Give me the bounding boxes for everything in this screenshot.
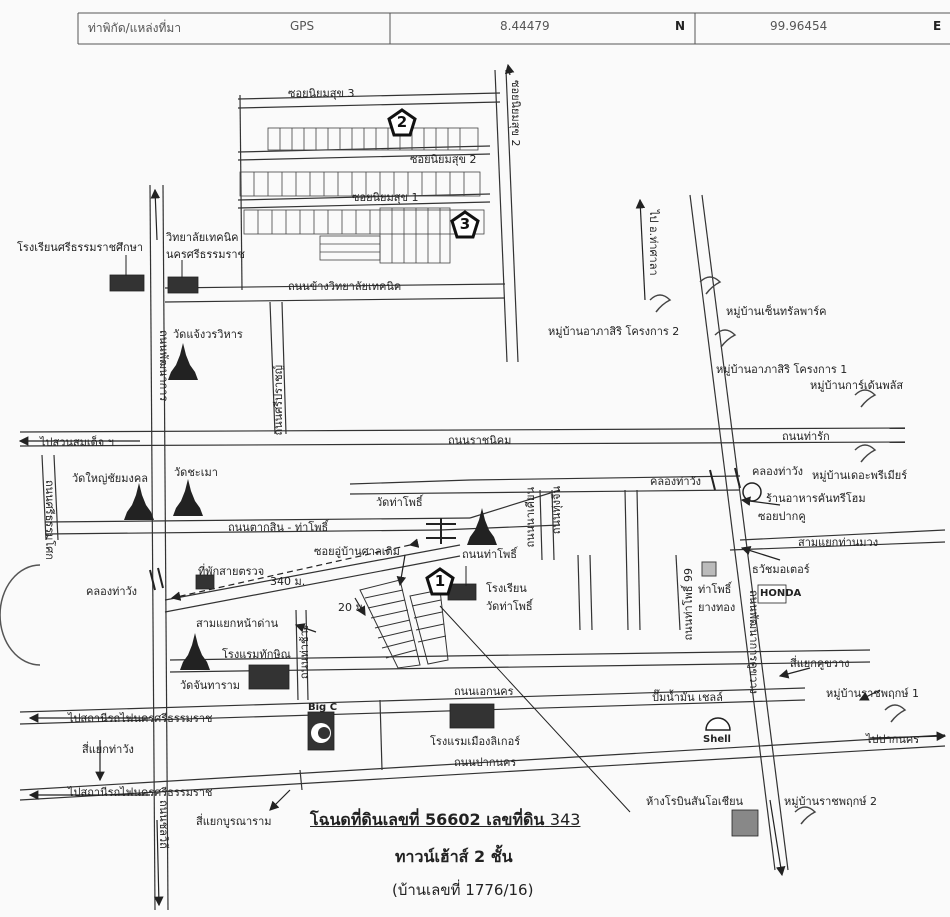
bigc-logo [311,723,331,743]
latitude-dir: N [675,19,686,33]
road-soi-niyom-2: ซอยนิยมสุข 2 [410,153,477,166]
label-village-arsiri-1: หมู่บ้านอาภาสิริ โครงการ 1 [716,363,848,376]
label-wat-chaeng: วัดแจ้งวรวิหาร [173,328,243,341]
road-main-vertical: ถนนพัฒนาการคูขวาง [747,590,760,694]
label-village-arsiri-2: หมู่บ้านอาภาสิริ โครงการ 2 [548,325,680,338]
label-sam-yaek-tha-muang: สามแยกท่านมวง [798,536,879,549]
label-hotel-thaksin: โรงแรมทักษิณ [222,648,291,661]
road-ratchanikhom: ถนนราชนิคม [448,434,512,447]
title-deed-line: โฉนดที่ดินเลขที่ 56602 เลขที่ดิน 343 [310,808,580,833]
label-si-yaek-tha-wang: สี่แยกท่าวัง [82,743,134,756]
road-taksin-thaphosri: ถนนตากสิน - ท่าโพธิ์ [228,521,329,534]
canal-marks [149,467,741,591]
road-to-train-2: ไปสถานีรถไฟนครศรีธรรมราช [68,786,213,799]
direction-arrows [18,63,947,907]
road-small-d: ถนนนาเคียน [524,487,537,548]
road-soi-baan-kala: ซอยอู่บ้านศาลเดิม [314,545,400,558]
temple-icons [124,343,497,670]
label-school-thaphosri-2: วัดท่าโพธิ์ [486,600,533,613]
road-soi-niyom-3: ซอยนิยมสุข 3 [288,87,355,100]
townhouse-strips [239,127,485,264]
label-school-thaphosri-1: โรงเรียน [486,582,527,595]
label-school-sri: โรงเรียนศรีธรรมราชศึกษา [17,241,144,254]
label-village-ratchaphruek-2: หมู่บ้านราชพฤกษ์ 2 [784,795,878,808]
road-thaphosri: ถนนท่าโพธิ์ [462,548,517,561]
header-table [77,12,950,45]
road-soi-pak-khu: ซอยปากคู [758,510,806,523]
stamp-mark [0,564,41,666]
label-tha-phosri-yang-thong-2: ยางทอง [698,601,736,614]
label-big-c: Big C [308,702,338,713]
road-small-e: ถนนทุ่งจีน [550,486,563,535]
label-restaurant: ร้านอาหารคันทรีโฮม [766,492,866,505]
road-ekkanakhon: ถนนเอกนคร [454,685,514,698]
road-small-f: ถนนท่าโพธิ์ 99 [682,568,695,641]
title-townhouse: ทาวน์เฮ้าส์ 2 ชั้น [395,847,513,866]
road-soi-niyom-1: ซอยนิยมสุข 1 [352,191,419,204]
latitude-value: 8.44479 [500,19,550,33]
label-police-post: ที่พักสายตรวจ [198,565,265,578]
label-tha-phosri-yang-thong-1: ท่าโพธิ์ [698,583,732,596]
road-small-a: ถนนศรีปราชญ์ [272,365,285,436]
marker-3: 3 [450,210,480,240]
road-west-vertical: ถนนพัฒนาการ [157,330,170,402]
restaurant-icon [742,482,762,502]
label-shell-logo: Shell [703,734,731,745]
marker-1: 1 [425,567,455,597]
label-wat-yai: วัดใหญ่ชัยมงคล [72,472,148,485]
label-honda: ธวัชมอเตอร์ [752,563,810,576]
title-land-number: 343 [549,810,581,829]
village-icons [649,276,907,825]
label-shell-station: ปั๊มน้ำมัน เชลล์ [652,691,723,704]
label-wat-chanthararam: วัดจันทาราม [180,679,241,692]
canal-tha-wang-1: คลองท่าวัง [86,585,138,598]
label-honda-logo: HONDA [760,588,802,599]
road-small-b: ถนนศรีธรรมโศก [43,480,56,560]
building-icons [109,274,787,837]
road-pakkanakhon: ถนนปากนคร [454,756,517,769]
shell-logo [705,717,731,731]
label-village-pride: หมู่บ้านเดอะพรีเมียร์ [812,469,908,482]
road-soi-2-vertical: ซอยนิยมสุข 2 [509,80,522,147]
label-tech-college-2: นครศรีธรรมราช [166,248,246,261]
road-to-pak-nakhon: ไปปากนคร [866,733,920,746]
distance-340m: 340 ม. [270,575,306,588]
road-left-vertical: ถนนชลวิถี [157,800,170,849]
title-pointer [439,605,631,813]
distance-20m: 20 ม. [338,601,367,614]
marker-2: 2 [387,108,417,138]
canal-tha-wang-3: คลองท่าวัง [752,465,804,478]
road-tha-rak: ถนนท่ารัก [782,430,830,443]
road-college-side: ถนนข้างวิทยาลัยเทคนิค [288,280,402,293]
longitude-value: 99.96454 [770,19,828,33]
label-village-ratchaphruek-1: หมู่บ้านราชพฤกษ์ 1 [826,687,920,700]
label-village-garden: หมู่บ้านการ์เด้นพลัส [810,379,904,392]
road-lines [19,69,946,911]
gas-icon [701,561,717,577]
road-small-c: ถนนท่าช้าง [298,625,311,680]
gps-label: GPS [290,19,315,33]
label-sam-yaek-na-dan: สามแยกหน้าด่าน [196,617,279,630]
longitude-dir: E [933,19,942,33]
road-to-suan-somdet: ไปสวนสมเด็จ ฯ [40,436,114,449]
title-house-number: (บ้านเลขที่ 1776/16) [392,881,534,899]
label-si-yaek-khu-khwang: สี่แยกคูขวาง [790,657,850,670]
label-village-shine: หมู่บ้านเซ็นทรัลพาร์ค [726,305,827,318]
canal-tha-wang-2: คลองท่าวัง [650,475,702,488]
label-wat-thaphosri: วัดท่าโพธิ์ [376,496,423,509]
road-to-tha-sala: ไป อ.ท่าศาลา [647,210,660,276]
label-tech-college-1: วิทยาลัยเทคนิค [166,231,239,244]
label-hotel-mueang-ligor: โรงแรมเมืองลิเกอร์ [430,735,521,748]
label-robinson: ห้างโรบินสันโอเชียน [646,795,744,808]
label-si-yaek-boonnaram: สี่แยกบูรณาราม [196,815,272,828]
title-deed-text: โฉนดที่ดินเลขที่ 56602 เลขที่ดิน [310,810,545,829]
road-to-train-1: ไปสถานีรถไฟนครศรีธรรมราช [68,712,213,725]
flag-poles [125,255,467,586]
header-label: ท่าพิกัด/แหล่งที่มา [88,21,182,35]
label-wat-chamao: วัดชะเมา [174,466,218,479]
